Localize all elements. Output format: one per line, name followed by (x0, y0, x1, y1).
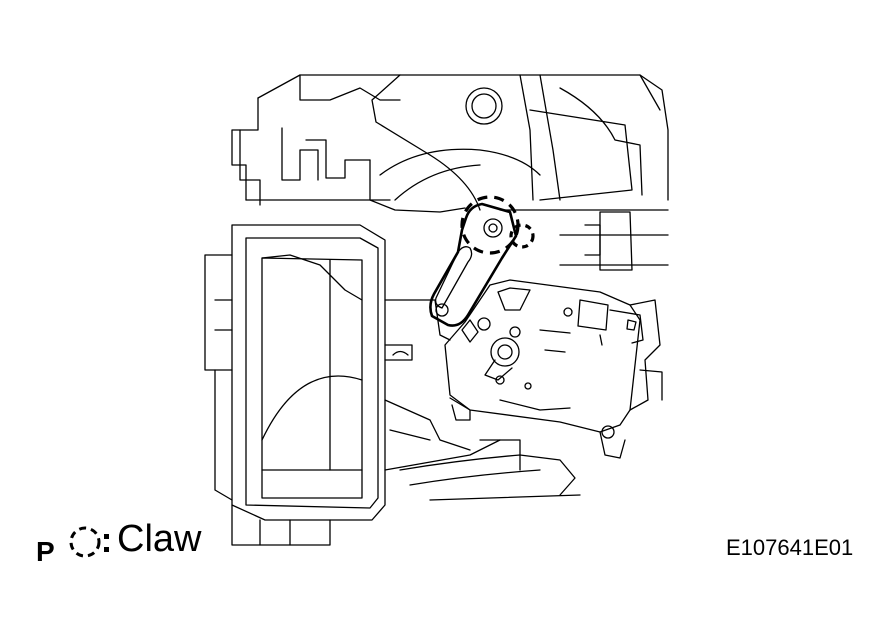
housing-port (465, 87, 503, 125)
legend-marker-letter: P (36, 536, 55, 567)
duct-frame (231, 224, 386, 521)
figure-code: E107641E01 (726, 535, 854, 560)
claw-marker (509, 223, 535, 249)
dashed-circle-icon (69, 526, 101, 558)
actuator-shaft (490, 337, 520, 367)
housing-top-edge (257, 74, 669, 201)
legend-label: Claw (117, 518, 202, 560)
link-lever (429, 202, 518, 327)
actuator-body (444, 279, 641, 433)
